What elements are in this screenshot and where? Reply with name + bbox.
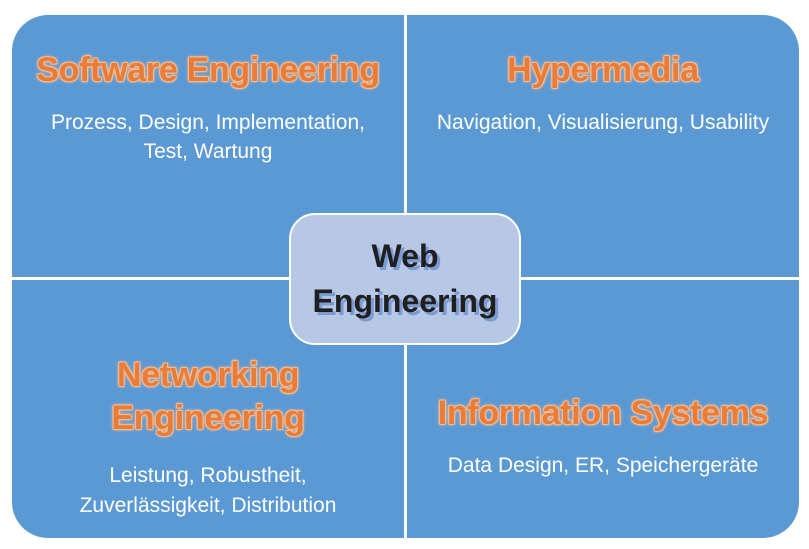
center-node-title: Web Engineering <box>312 238 498 319</box>
quadrant-networking-engineering: Networking Engineering Leistung, Robusth… <box>12 280 404 538</box>
quadrant-title-software-engineering: Software Engineering <box>36 51 380 89</box>
quadrant-subtitle-hypermedia: Navigation, Visualisierung, Usability <box>436 110 770 134</box>
quadrant-title-networking-engineering: Networking Engineering <box>111 356 305 437</box>
quadrant-subtitle-information-systems: Data Design, ER, Speichergeräte <box>447 453 759 477</box>
quadrant-software-engineering: Software Engineering Prozess, Design, Im… <box>12 15 404 277</box>
quadrant-subtitle-software-engineering: Prozess, Design, Implementation, Test, W… <box>51 110 365 164</box>
center-node-web-engineering: Web Engineering <box>289 213 521 345</box>
quadrant-subtitle-networking-engineering: Leistung, Robustheit, Zuverlässigkeit, D… <box>79 464 337 517</box>
quadrant-title-information-systems: Information Systems <box>437 394 769 432</box>
quadrant-title-hypermedia: Hypermedia <box>507 51 699 89</box>
